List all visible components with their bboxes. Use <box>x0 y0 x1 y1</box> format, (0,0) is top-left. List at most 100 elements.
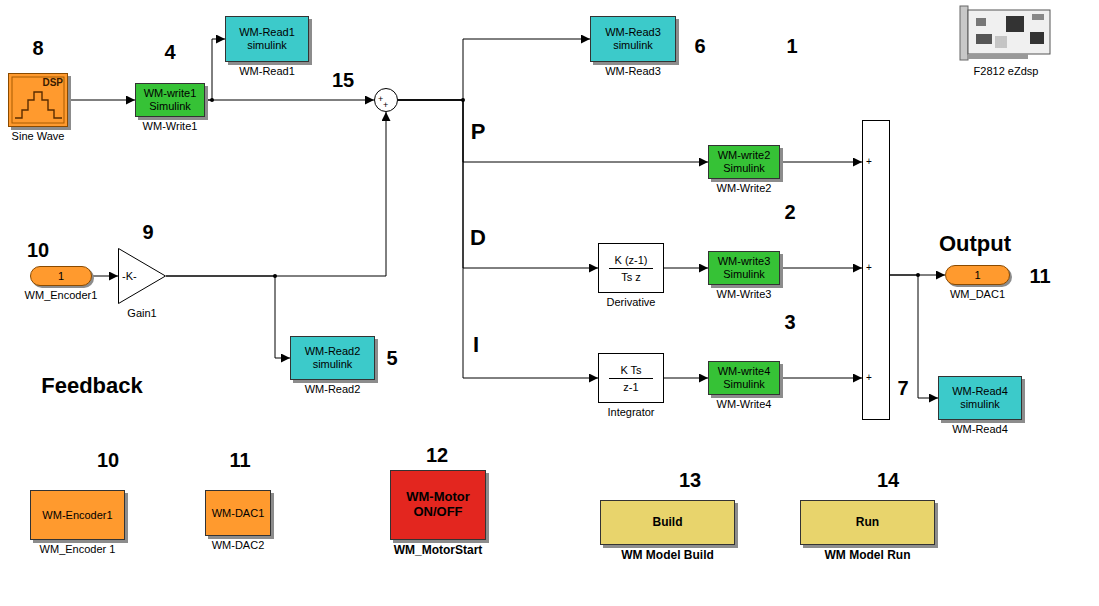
block-caption: WM-Read1 <box>239 65 295 77</box>
block-name: WM-Read4 <box>952 423 1008 435</box>
callout-number: 4 <box>164 41 175 64</box>
circuit-board <box>958 4 1054 62</box>
block-text: WM-DAC1 <box>212 507 265 520</box>
denominator: Ts z <box>621 271 641 283</box>
signal-line <box>68 100 135 101</box>
motor-switch: WM-Motor ON/OFFWM_MotorStart <box>390 470 486 540</box>
callout-number: 15 <box>332 69 354 92</box>
callout-number: 9 <box>142 221 153 244</box>
block-name: WM_Encoder1 <box>25 289 98 301</box>
fraction-rule <box>609 268 654 269</box>
block-name: F2812 eZdsp <box>974 65 1039 77</box>
block-caption: Integrator <box>607 406 654 418</box>
write-block: WM-write4 SimulinkWM-Write4 <box>708 361 780 395</box>
block-name: WM-Read3 <box>605 65 661 77</box>
signal-line <box>780 378 862 379</box>
block-caption: WM-Read2 <box>305 383 361 395</box>
write-block-shape: WM-write2 Simulink <box>708 145 780 179</box>
block-text: WM-Motor ON/OFF <box>395 490 481 520</box>
block-text: WM-Read4 simulink <box>943 385 1017 410</box>
signal-line <box>398 100 708 162</box>
sign: + <box>866 262 872 274</box>
callout-number: 13 <box>679 469 701 492</box>
signal-line <box>166 276 290 358</box>
block-name: Sine Wave <box>12 130 65 142</box>
callout-number: 5 <box>386 347 397 370</box>
branch-dot <box>461 98 465 102</box>
integrator-block: K Tsz-1Integrator <box>598 353 664 403</box>
block-caption: WM_DAC1 <box>950 288 1005 300</box>
block-name: Gain1 <box>127 307 156 319</box>
block-name: WM_MotorStart <box>394 543 483 557</box>
numerator: K (z-1) <box>615 254 648 266</box>
signal-line <box>166 112 386 276</box>
output-port: 1WM_DAC1 <box>945 265 1010 285</box>
read-block-shape: WM-Read1 simulink <box>225 16 309 62</box>
branch-dot <box>273 274 277 278</box>
block-text: WM-Encoder1 <box>42 509 112 522</box>
gain-block-shape: -K- <box>118 248 166 304</box>
read-block: WM-Read2 simulinkWM-Read2 <box>290 336 375 380</box>
write-block: WM-write3 SimulinkWM-Write3 <box>708 251 780 285</box>
read-block-shape: WM-Read2 simulink <box>290 336 375 380</box>
block-name: WM_Encoder 1 <box>40 543 116 555</box>
write-block-shape: WM-write1 Simulink <box>135 83 205 117</box>
callout-number: 10 <box>97 449 119 472</box>
block-caption: WM-Write2 <box>717 182 772 194</box>
signal-line <box>92 276 118 277</box>
block-name: WM Model Build <box>621 548 714 562</box>
encoder-block: WM-Encoder1WM_Encoder 1 <box>30 490 125 540</box>
sign: + <box>383 100 388 110</box>
sign: + <box>866 372 872 384</box>
sum-block-shape: +++ <box>862 120 890 420</box>
block-text: WM-write4 Simulink <box>713 365 775 390</box>
derivative-block: K (z-1)Ts zDerivative <box>598 243 664 293</box>
read-block: WM-Read1 simulinkWM-Read1 <box>225 16 309 62</box>
signal-name: Feedback <box>41 373 143 399</box>
read-block-shape: WM-Read3 simulink <box>590 16 676 62</box>
port-number: 1 <box>58 271 64 282</box>
gain-block: -K-Gain1 <box>118 248 166 304</box>
signal-name: I <box>473 332 479 358</box>
block-name: WM-Write3 <box>717 288 772 300</box>
block-caption: Sine Wave <box>12 130 65 142</box>
signal-line <box>890 275 938 398</box>
block-name: WM Model Run <box>825 548 911 562</box>
sum-junction: ++ <box>374 88 398 112</box>
motor-switch-shape: WM-Motor ON/OFF <box>390 470 486 540</box>
callout-number: 2 <box>784 201 795 224</box>
numerator: K Ts <box>620 364 641 376</box>
block-caption: WM Model Run <box>825 548 911 562</box>
sum-block: +++ <box>862 120 890 420</box>
block-text: WM-write1 Simulink <box>140 87 200 112</box>
build-button-shape: Build <box>600 500 735 545</box>
signal-line <box>205 100 374 101</box>
write-block: WM-write2 SimulinkWM-Write2 <box>708 145 780 179</box>
sine-wave-source: DSPSine Wave <box>8 73 68 127</box>
read-block-shape: WM-Read4 simulink <box>938 376 1022 420</box>
branch-dot <box>210 98 214 102</box>
block-name: Integrator <box>607 406 654 418</box>
callout-number: 11 <box>1029 265 1050 288</box>
block-text: WM-Read3 simulink <box>595 26 671 51</box>
block-text: Build <box>653 516 683 530</box>
build-button: BuildWM Model Build <box>600 500 735 545</box>
block-text: WM-Read1 simulink <box>230 26 304 51</box>
block-name: WM_DAC1 <box>950 288 1005 300</box>
block-caption: WM-Write4 <box>717 398 772 410</box>
block-caption: WM_Encoder 1 <box>40 543 116 555</box>
encoder-block-shape: WM-Encoder1 <box>30 490 125 540</box>
block-caption: Derivative <box>607 296 656 308</box>
input-port-shape: 1 <box>30 266 92 286</box>
dac-block: WM-DAC1WM-DAC2 <box>205 490 271 536</box>
denominator: z-1 <box>623 381 638 393</box>
block-caption: WM_MotorStart <box>394 543 483 557</box>
block-caption: WM-DAC2 <box>212 539 265 551</box>
icon-text: DSP <box>42 77 63 88</box>
callout-number: 3 <box>784 311 795 334</box>
signal-line <box>664 268 708 269</box>
block-name: Derivative <box>607 296 656 308</box>
block-caption: Gain1 <box>127 307 156 319</box>
block-caption: WM-Write3 <box>717 288 772 300</box>
read-block: WM-Read4 simulinkWM-Read4 <box>938 376 1022 420</box>
